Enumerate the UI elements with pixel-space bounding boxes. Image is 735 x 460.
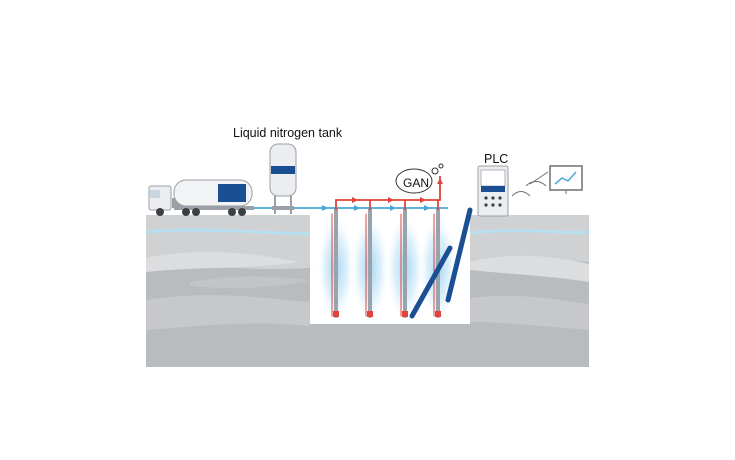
plc-label: PLC — [484, 152, 509, 166]
gan-cloud — [395, 163, 444, 194]
inclined-freeze-pipe-2 — [409, 245, 453, 319]
soil-layer-3 — [470, 295, 589, 330]
inclined-freeze-pipe-1 — [445, 207, 473, 303]
soil-layer-2 — [146, 295, 310, 330]
gan-label: GAN — [403, 176, 430, 190]
plc-cabinet-icon — [477, 165, 509, 217]
tank-icon — [269, 143, 297, 214]
soil-lens-3 — [470, 255, 589, 282]
soil-lens-2 — [190, 276, 310, 288]
antenna-icon — [511, 171, 549, 197]
truck-icon — [148, 179, 254, 216]
flow-arrows — [352, 178, 443, 203]
monitor-icon — [549, 165, 583, 194]
piping — [232, 176, 448, 211]
freezing-pipes — [331, 207, 473, 319]
gan-exhaust-line — [335, 176, 441, 210]
soil-lens-1 — [146, 251, 300, 272]
tank-label: Liquid nitrogen tank — [233, 126, 343, 140]
